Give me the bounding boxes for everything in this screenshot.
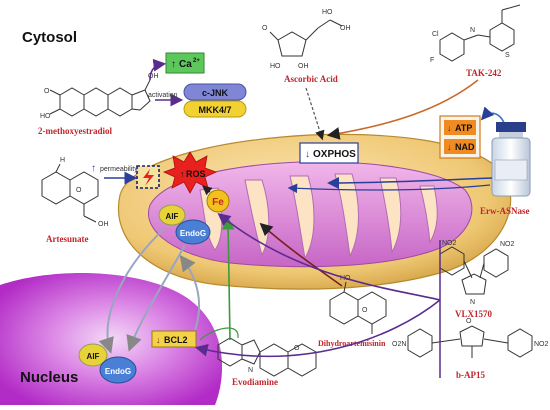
aif-nucleus-circle: AIF xyxy=(78,343,108,367)
atp-label: ATP xyxy=(455,123,472,133)
dha-arrow xyxy=(259,222,343,287)
vlx-no2-right: NO2 xyxy=(500,241,515,248)
erw-asnase-vial xyxy=(491,122,531,197)
nucleus-label: Nucleus xyxy=(20,369,78,386)
dihydroartemisinin-label: Dihydroartemisinin xyxy=(318,339,386,348)
artesunate-structure xyxy=(41,163,99,223)
tak-n-label: N xyxy=(470,27,475,34)
dha-o-label: O xyxy=(362,307,368,314)
tak-f-label: F xyxy=(430,57,434,64)
asc-ho2-label: HO xyxy=(322,9,333,16)
atp-nad-box: ↓ ATP ↓ NAD xyxy=(439,115,481,159)
endog-mito-label: EndoG xyxy=(180,229,206,238)
dihydroartemisinin-structure xyxy=(329,281,387,334)
nad-down-arrow: ↓ xyxy=(447,142,452,152)
evo-nh-label: N xyxy=(248,367,253,374)
asc-o-label: O xyxy=(262,25,268,32)
tak242-label: TAK-242 xyxy=(466,68,502,78)
aif-nucleus-label: AIF xyxy=(87,352,100,361)
cristae xyxy=(199,173,438,260)
vlx-bcl2-arrow xyxy=(194,299,441,358)
mkk-box: MKK4/7 xyxy=(183,100,247,118)
cjnk-label: c-JNK xyxy=(202,88,229,98)
nad-label: NAD xyxy=(455,142,475,152)
aif-translocation-arrow xyxy=(98,227,166,354)
tak-s-label: S xyxy=(505,52,510,59)
evo-o-label: O xyxy=(294,345,300,352)
ca-sup-label: 2+ xyxy=(193,58,200,64)
fe-label: Fe xyxy=(212,197,224,208)
methoxyestradiol-label: 2-methoxyestradiol xyxy=(38,126,112,136)
fe-circle: Fe xyxy=(206,189,230,213)
oxphos-label: OXPHOS xyxy=(313,149,356,160)
pore-icon xyxy=(136,165,160,189)
bap-no2-right: NO2 xyxy=(534,341,549,348)
artesunate-label: Artesunate xyxy=(46,234,89,244)
vlx-ros-arrow xyxy=(217,212,441,301)
bcl2-label: BCL2 xyxy=(164,335,188,345)
ros-burst: ↑ ROS xyxy=(162,151,218,194)
mkk-label: MKK4/7 xyxy=(198,105,231,115)
bcl2-down-arrow: ↓ xyxy=(156,335,161,345)
endog-translocation-arrow xyxy=(126,244,186,352)
ascorbic-arrow xyxy=(305,87,325,141)
oh-label: OH xyxy=(148,73,159,80)
art-h-label: H xyxy=(60,157,65,164)
oxphos-down-arrow: ↓ xyxy=(305,149,310,160)
ca-arrow xyxy=(149,58,167,81)
ascorbic-acid-label: Ascorbic Acid xyxy=(284,74,338,84)
tak242-arrow xyxy=(326,79,479,140)
bap-o-label: O xyxy=(466,318,472,325)
fe-ros-arrow xyxy=(202,185,213,196)
cytosol-label: Cytosol xyxy=(22,29,77,46)
methoxyestradiol-structure xyxy=(49,79,151,117)
endog-nucleus-label: EndoG xyxy=(105,367,131,376)
evodiamine-arrow xyxy=(221,216,235,341)
asc-oh2-label: OH xyxy=(340,25,351,32)
mitochondrion xyxy=(118,133,512,290)
asc-ho1-label: HO xyxy=(270,63,281,70)
erw-arrow-1 xyxy=(327,176,493,189)
vlx1570-structure xyxy=(439,246,509,295)
bcl2-return-arrow xyxy=(179,254,200,331)
erw-asnase-label: Erw-ASNase xyxy=(480,206,530,216)
b-ap15-label: b-AP15 xyxy=(456,370,485,380)
hydroxy-label: HO xyxy=(40,113,51,120)
ascorbic-acid-structure xyxy=(269,19,343,57)
vlx1570-label: VLX1570 xyxy=(455,309,493,319)
evodiamine-label: Evodiamine xyxy=(232,377,278,387)
aif-mito-label: AIF xyxy=(166,212,179,221)
ca-box: ↑ Ca 2+ xyxy=(165,52,205,74)
cjnk-box: c-JNK xyxy=(183,83,247,101)
asc-oh-label: OH xyxy=(298,63,309,70)
vlx-no2-left: NO2 xyxy=(442,240,457,247)
oxphos-box: ↓ OXPHOS xyxy=(299,142,359,164)
permeability-up-arrow: ↑ xyxy=(91,163,96,174)
endog-nucleus-circle: EndoG xyxy=(99,356,137,384)
art-o-label: O xyxy=(76,187,82,194)
bap-no2-left: O2N xyxy=(392,341,406,348)
tak242-structure xyxy=(439,4,521,62)
art-oh-label: OH xyxy=(98,221,109,228)
ros-up-arrow: ↑ xyxy=(180,169,185,179)
aif-mito-circle: AIF xyxy=(158,204,186,226)
tak-cl-label: Cl xyxy=(432,31,439,38)
endog-mito-circle: EndoG xyxy=(175,219,211,245)
ca-up-arrow: ↑ xyxy=(171,59,176,70)
bcl2-box: ↓ BCL2 xyxy=(151,330,197,348)
atp-down-arrow: ↓ xyxy=(447,123,452,133)
methoxy-o-label: O xyxy=(44,88,50,95)
permeability-label: permeability xyxy=(100,166,138,173)
evodiamine-bcl2-arrow xyxy=(199,327,239,341)
ca-label: Ca xyxy=(179,59,192,70)
erw-arrow-2 xyxy=(287,183,491,194)
vlx-n-label: N xyxy=(470,299,475,306)
ros-label: ROS xyxy=(186,169,206,179)
activation-label: activation xyxy=(148,92,178,99)
b-ap15-structure xyxy=(407,325,533,358)
